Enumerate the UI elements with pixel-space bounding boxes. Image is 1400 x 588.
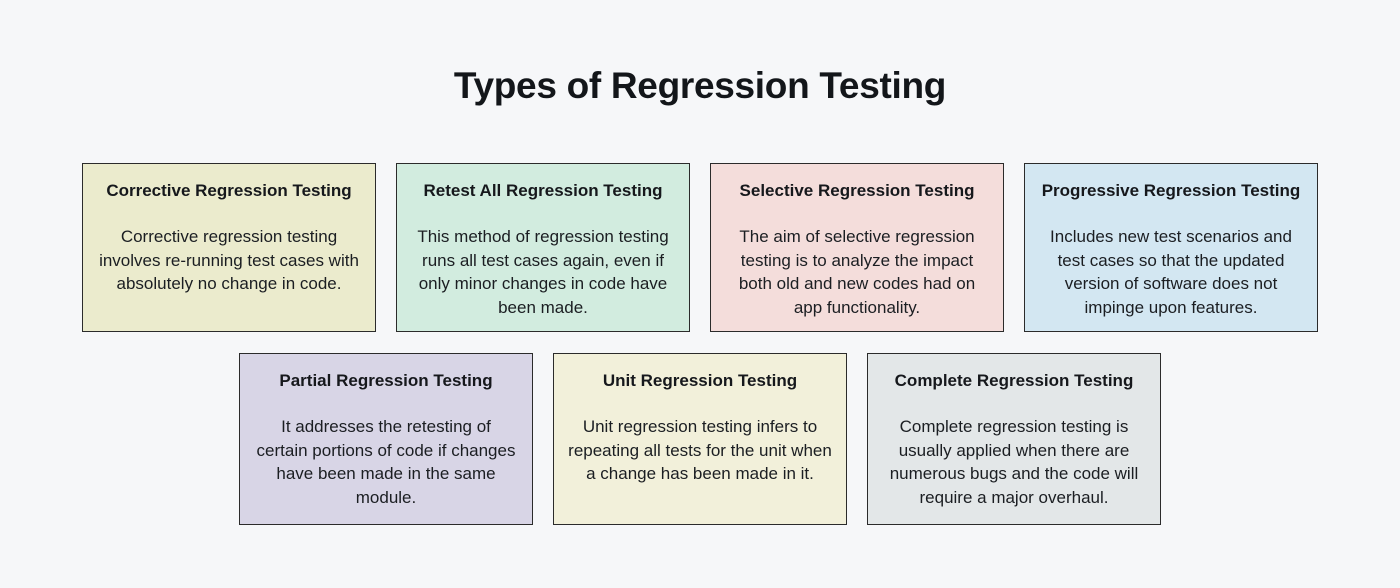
card-title: Corrective Regression Testing	[106, 181, 352, 200]
card-title: Selective Regression Testing	[739, 181, 975, 200]
card-description: This method of regression testing runs a…	[417, 227, 669, 317]
card-title: Unit Regression Testing	[602, 371, 798, 390]
card-title: Retest All Regression Testing	[423, 181, 663, 200]
page-title: Types of Regression Testing	[453, 65, 947, 106]
card-selective-regression-testing: Selective Regression Testing The aim of …	[710, 163, 1004, 332]
card-row-2: Partial Regression Testing It addresses …	[0, 353, 1400, 525]
card-description: The aim of selective regression testing …	[738, 227, 976, 317]
card-row-1: Corrective Regression Testing Corrective…	[0, 163, 1400, 332]
card-retest-all-regression-testing: Retest All Regression Testing This metho…	[396, 163, 690, 332]
card-corrective-regression-testing: Corrective Regression Testing Corrective…	[82, 163, 376, 332]
card-partial-regression-testing: Partial Regression Testing It addresses …	[239, 353, 533, 525]
card-grid: Corrective Regression Testing Corrective…	[0, 163, 1400, 525]
card-title: Progressive Regression Testing	[1041, 181, 1301, 200]
card-complete-regression-testing: Complete Regression Testing Complete reg…	[867, 353, 1161, 525]
card-unit-regression-testing: Unit Regression Testing Unit regression …	[553, 353, 847, 525]
card-description: Complete regression testing is usually a…	[889, 417, 1139, 507]
card-title: Partial Regression Testing	[279, 371, 493, 390]
card-description: Unit regression testing infers to repeat…	[568, 417, 832, 483]
card-title: Complete Regression Testing	[894, 371, 1134, 390]
card-description: Includes new test scenarios and test cas…	[1050, 227, 1292, 317]
card-description: Corrective regression testing involves r…	[99, 227, 359, 293]
card-progressive-regression-testing: Progressive Regression Testing Includes …	[1024, 163, 1318, 332]
card-description: It addresses the retesting of certain po…	[256, 417, 516, 507]
